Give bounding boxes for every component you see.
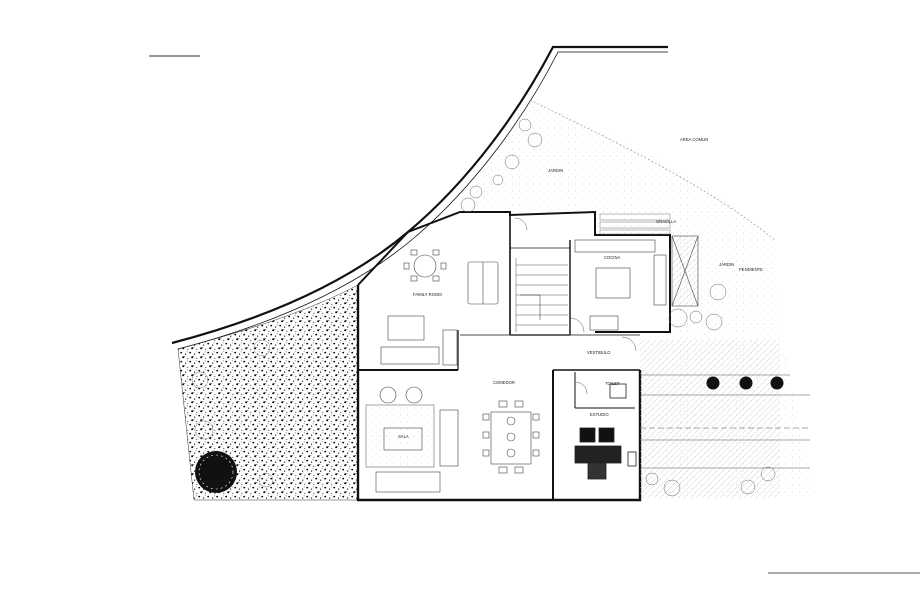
door-swings <box>514 217 637 395</box>
room-label-sala: SALA <box>398 434 409 439</box>
staircase <box>515 258 568 332</box>
room-label-pendiente: PENDIENTE <box>739 267 763 272</box>
room-label-toilet: TOILET <box>605 381 620 386</box>
room-label-jardin-top: JARDIN <box>548 168 563 173</box>
garden-shrubs <box>460 118 776 497</box>
room-label-estudio: ESTUDIO <box>590 412 609 417</box>
shrub-icon <box>191 339 274 488</box>
driveway <box>640 340 810 498</box>
room-label-vestibulo: VESTIBULO <box>587 350 611 355</box>
slope-line <box>529 99 776 241</box>
room-label-comedor: COMEDOR <box>493 380 515 385</box>
property-boundary-inner <box>177 51 668 350</box>
room-label-family-room: FAMILY ROOM <box>413 292 442 297</box>
room-label-cocina: COCINA <box>604 255 620 260</box>
family-room-furniture <box>380 249 499 366</box>
kitchen-furniture <box>574 235 699 331</box>
gravilla-stepping-stones <box>599 213 671 235</box>
living-furniture <box>365 386 540 493</box>
tree-icon <box>195 451 237 493</box>
study-furniture <box>574 383 637 480</box>
room-label-area-comun: AREA COMUN <box>680 137 708 142</box>
house-walls <box>356 210 671 502</box>
room-label-jardin-right: JARDIN <box>719 262 734 267</box>
room-label-gravilla: GRAVILLA <box>656 219 676 224</box>
